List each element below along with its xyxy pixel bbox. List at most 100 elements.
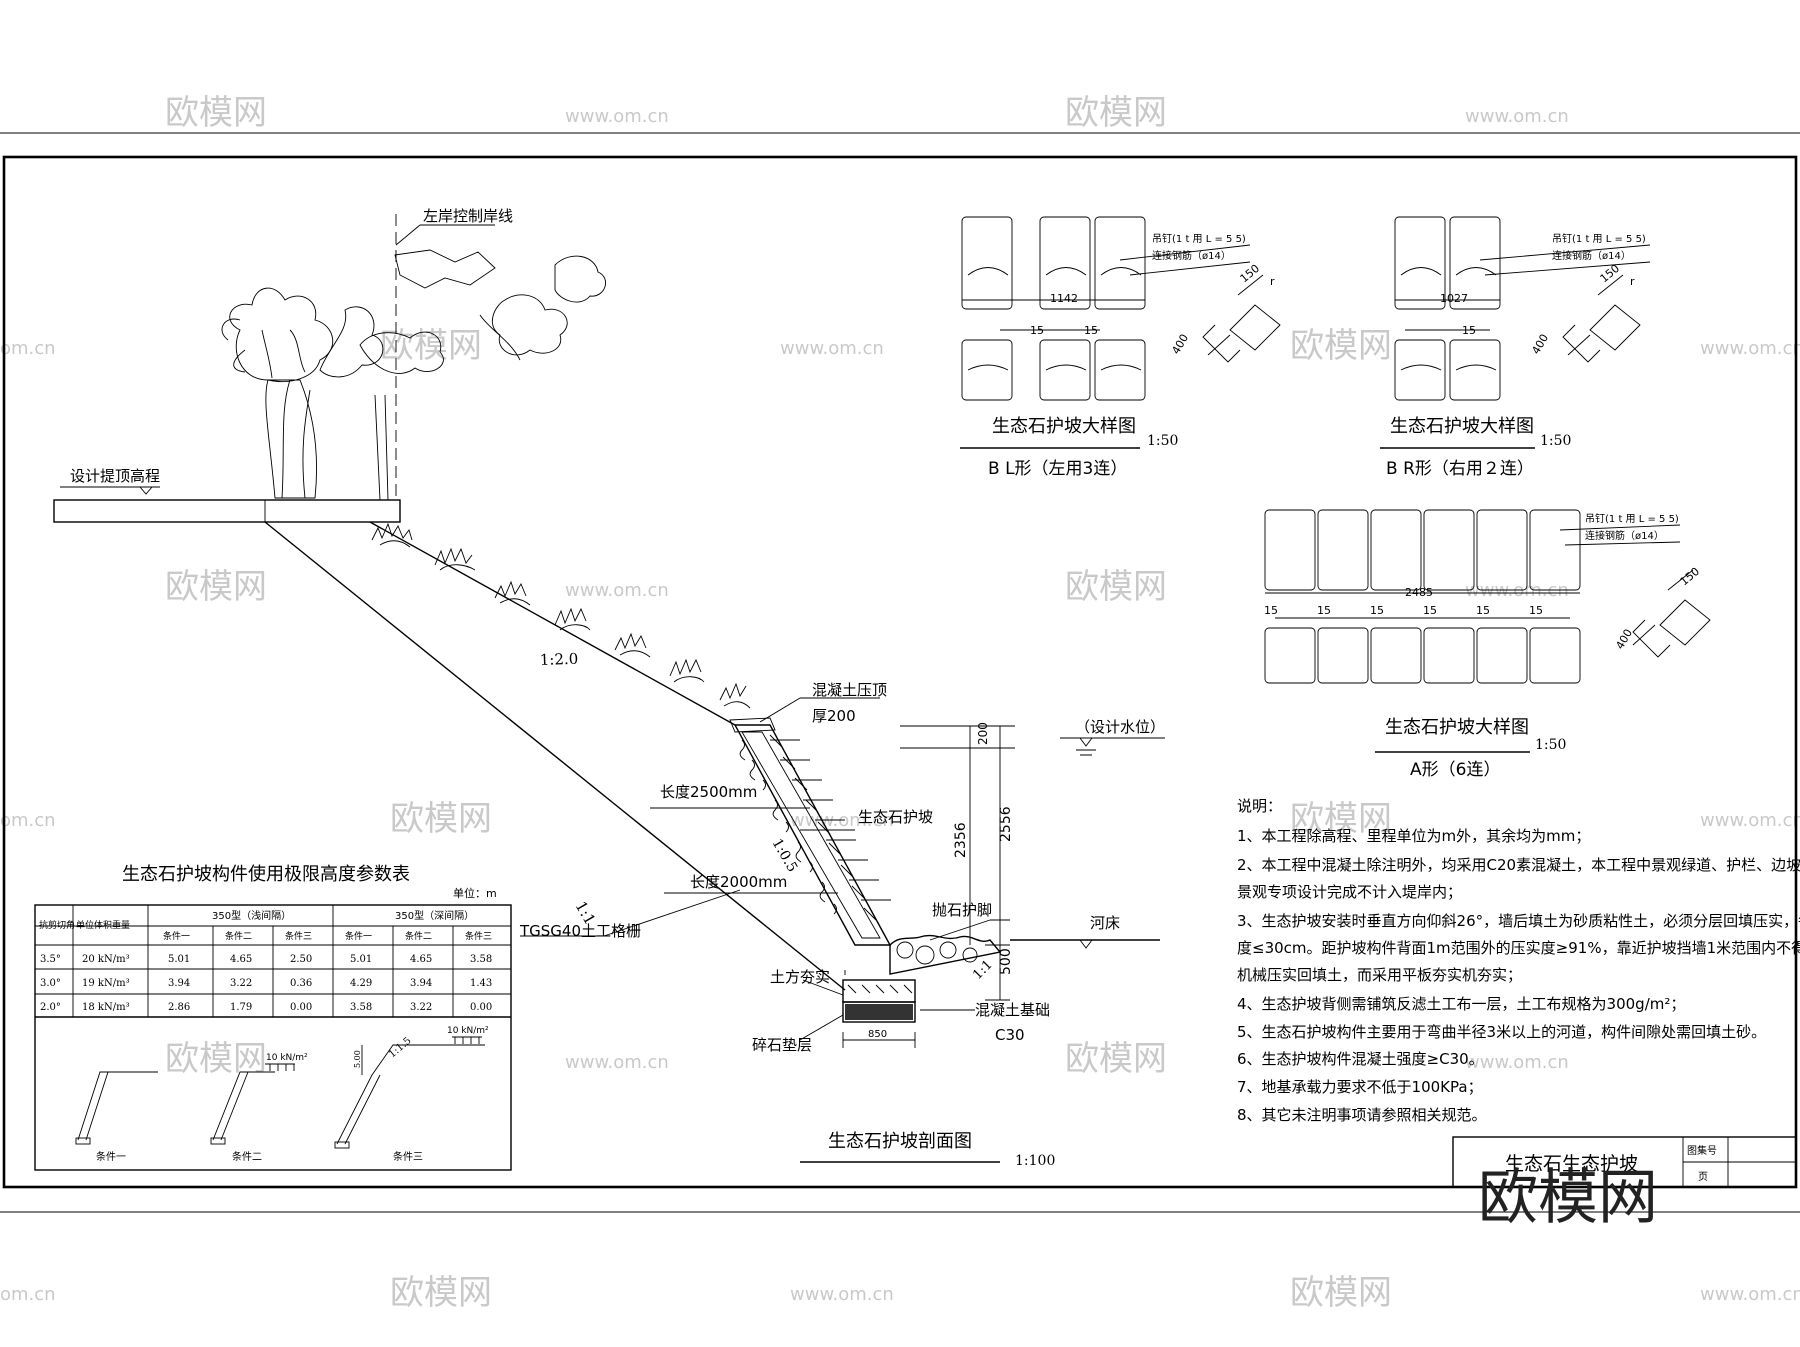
cell: 3.58 — [350, 1002, 372, 1013]
detail-a: 2485 15 15 15 15 15 15 吊钉(1 t 用 L = 5 5)… — [1264, 509, 1711, 780]
page-label: 页 — [1698, 1171, 1708, 1183]
br-dim-150: 150 — [1598, 262, 1622, 285]
watermark-site: www.om.cn — [565, 1052, 669, 1073]
gravel-label: 碎石垫层 — [752, 1036, 812, 1054]
table-row: 3.5° 20 kN/m³ 5.01 4.65 2.50 5.01 4.65 3… — [40, 954, 492, 965]
watermark-site: om.cn — [0, 338, 56, 359]
length-2500-label: 长度2500mm — [660, 783, 757, 801]
col-weight-header: 单位体积重量 — [76, 919, 130, 931]
cell: 2.50 — [290, 954, 312, 965]
note-line: 机械压实回填土，而采用平板夯实机夯实； — [1237, 966, 1522, 984]
br-scale: 1:50 — [1540, 433, 1571, 449]
case3-slope: 1:1.5 — [387, 1035, 414, 1060]
case2-label: 条件二 — [232, 1150, 262, 1163]
case3-load: 10 kN/m² — [447, 1026, 489, 1036]
cell: 0.00 — [290, 1002, 312, 1013]
dim-850: 850 — [868, 1029, 887, 1040]
watermark-site: www.om.cn — [1700, 810, 1800, 831]
watermark-brand: 欧模网 — [1290, 799, 1392, 839]
watermark-site: om.cn — [0, 1284, 56, 1305]
drawing-frame — [2, 155, 1798, 1189]
note-line: 6、生态护坡构件混凝土强度≥C30。 — [1237, 1050, 1484, 1068]
watermark-brand: 欧模网 — [380, 326, 482, 366]
watermark-site: www.om.cn — [1700, 338, 1800, 359]
notes: 说明： 1、本工程除高程、里程单位为m外，其余均为mm； 2、本工程中混凝土除注… — [1237, 797, 1800, 1124]
br-dim-400: 400 — [1529, 332, 1551, 357]
foundation-label: 混凝土基础 — [975, 1001, 1050, 1019]
col-angle-header: 抗剪切角 — [39, 919, 75, 931]
cell: 3.58 — [470, 954, 492, 965]
bl-dim-r: r — [1270, 275, 1275, 288]
a-scale: 1:50 — [1535, 737, 1566, 753]
cell: 3.22 — [410, 1002, 432, 1013]
watermark-site: www.om.cn — [1465, 106, 1569, 127]
watermark-brand: 欧模网 — [1065, 93, 1167, 133]
case2-load: 10 kN/m² — [266, 1053, 308, 1063]
watermark-brand: 欧模网 — [165, 567, 267, 607]
note-line: 8、其它未注明事项请参照相关规范。 — [1237, 1106, 1487, 1124]
watermark-brand: 欧模网 — [390, 1273, 492, 1313]
br-hook-label: 吊钉(1 t 用 L = 5 5) — [1552, 233, 1646, 245]
watermark-site: www.om.cn — [1465, 1052, 1569, 1073]
a-subtitle: A形（6连） — [1410, 760, 1500, 780]
fill-label: 土方夯实 — [770, 968, 830, 986]
note-line: 1、本工程除高程、里程单位为m外，其余均为mm； — [1237, 827, 1590, 845]
table-unit: 单位：m — [453, 886, 497, 900]
notes-heading: 说明： — [1237, 797, 1282, 815]
cell: 5.01 — [350, 954, 372, 965]
sub-header: 条件三 — [285, 930, 312, 942]
cell: 3.5° — [40, 954, 61, 965]
note-line: 2、本工程中混凝土除注明外，均采用C20素混凝土，本工程中景观绿道、护栏、边坡绿… — [1237, 856, 1800, 874]
cell: 3.0° — [40, 978, 61, 989]
case3-height: 5.00 — [353, 1050, 362, 1068]
watermark-brand: 欧模网 — [165, 1039, 267, 1079]
sub-header: 条件二 — [405, 930, 432, 942]
riverbed-label: 河床 — [1090, 914, 1120, 932]
note-line: 度≤30cm。距护坡构件背面1m范围外的压实度≥91%，靠近护坡挡墙1米范围内不… — [1237, 939, 1800, 957]
table-row: 3.0° 19 kN/m³ 3.94 3.22 0.36 4.29 3.94 1… — [40, 978, 492, 989]
a-gap-dim: 15 — [1476, 604, 1490, 617]
length-2000-label: 长度2000mm — [690, 873, 787, 891]
block-slope-ratio: 1:0.5 — [769, 836, 801, 875]
cell: 4.29 — [350, 978, 372, 989]
a-gap-dim: 15 — [1529, 604, 1543, 617]
note-line: 5、生态石护坡构件主要用于弯曲半径3米以上的河道，构件间隙处需回填土砂。 — [1237, 1023, 1766, 1041]
watermark-brand: 欧模网 — [390, 799, 492, 839]
a-rebar-label: 连接钢筋（ø14） — [1585, 529, 1664, 542]
sub-header: 条件一 — [345, 930, 372, 942]
bl-title: 生态石护坡大样图 — [992, 416, 1136, 437]
cap-thickness-label: 厚200 — [812, 707, 856, 725]
section-title: 生态石护坡剖面图 — [828, 1131, 972, 1152]
tree-illustration — [221, 249, 607, 501]
bl-hook-label: 吊钉(1 t 用 L = 5 5) — [1152, 233, 1246, 245]
watermark-brand: 欧模网 — [1290, 1273, 1392, 1313]
br-subtitle: B R形（右用２连） — [1386, 459, 1534, 479]
note-line: 3、生态护坡安装时垂直方向仰斜26°，墙后填土为砂质粘性土，必须分层回填压实，每… — [1237, 912, 1800, 930]
cell: 18 kN/m³ — [82, 1002, 130, 1013]
watermark-brand: 欧模网 — [1290, 326, 1392, 366]
parameter-table: 生态石护坡构件使用极限高度参数表 单位：m 抗剪切角 单位体积重量 350型（浅… — [34, 864, 512, 1171]
cell: 1.79 — [230, 1002, 252, 1013]
cell: 2.86 — [168, 1002, 190, 1013]
top-elevation-label: 设计提顶高程 — [70, 467, 160, 485]
bl-gap-dim: 15 — [1084, 324, 1098, 337]
dim-500: 500 — [998, 948, 1014, 975]
a-gap-dim: 15 — [1370, 604, 1384, 617]
group2-header: 350型（深间隔） — [395, 909, 474, 922]
watermark-brand: 欧模网 — [165, 93, 267, 133]
a-dim-400: 400 — [1613, 627, 1635, 652]
watermark-site: www.om.cn — [1465, 580, 1569, 601]
sub-header: 条件二 — [225, 930, 252, 942]
concrete-grade-label: C30 — [995, 1026, 1025, 1044]
cell: 2.0° — [40, 1002, 61, 1013]
case-sketches — [75, 1036, 485, 1149]
dim-2356: 2356 — [953, 822, 969, 858]
case3-label: 条件三 — [393, 1150, 423, 1163]
a-title: 生态石护坡大样图 — [1385, 717, 1529, 738]
bl-dim-400: 400 — [1169, 332, 1191, 357]
watermark-site: www.om.cn — [790, 1284, 894, 1305]
watermark-site: www.om.cn — [1700, 1284, 1800, 1305]
cell: 5.01 — [168, 954, 190, 965]
geogrid-label: TGSG40土工格栅 — [519, 922, 641, 940]
cell: 4.65 — [410, 954, 432, 965]
